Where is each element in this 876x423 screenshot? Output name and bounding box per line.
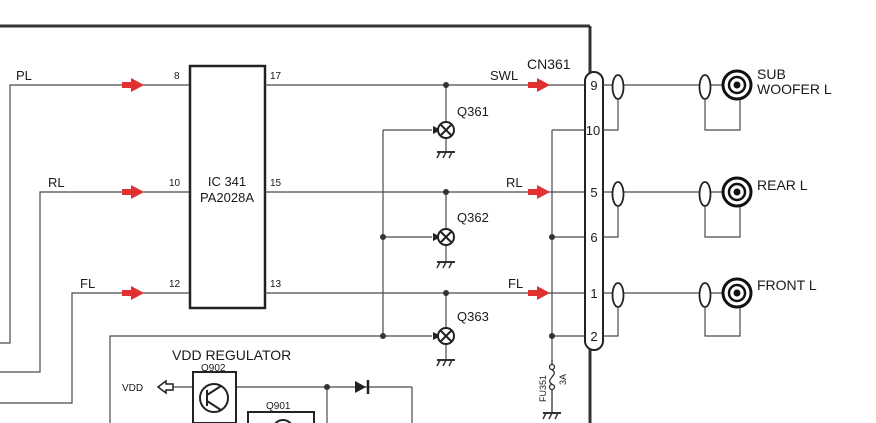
jack-rear <box>721 176 753 208</box>
output-wires <box>109 84 585 423</box>
signal-arrow <box>528 78 550 92</box>
signal-arrow <box>122 78 144 92</box>
signal-arrow <box>528 185 550 199</box>
output-bead-wires <box>603 84 741 337</box>
q363-label: Q363 <box>457 309 489 324</box>
jack-label-woofer: WOOFER L <box>757 81 832 97</box>
ic-pin-17: 17 <box>270 71 282 82</box>
net-label-rl: RL <box>48 175 65 190</box>
ic-341 <box>188 64 267 310</box>
ic-pin-8: 8 <box>174 71 180 82</box>
input-wires <box>0 84 190 404</box>
jack-label-rear: REAR L <box>757 177 808 193</box>
q902-label: Q902 <box>201 363 226 374</box>
net-label-rl-out: RL <box>506 175 523 190</box>
ferrite-beads <box>611 74 712 308</box>
ground-icon <box>542 412 562 420</box>
jack-sub-woofer <box>721 69 753 101</box>
signal-arrow <box>528 286 550 300</box>
net-label-pl: PL <box>16 68 32 83</box>
q362-symbol <box>437 228 455 246</box>
q901-label: Q901 <box>266 401 291 412</box>
fuse-fu351 <box>548 360 556 413</box>
q361-label: Q361 <box>457 104 489 119</box>
ic-ref-label: IC 341 <box>208 174 246 189</box>
signal-arrow <box>122 286 144 300</box>
vdd-label: VDD <box>122 383 143 394</box>
net-label-fl-out: FL <box>508 276 523 291</box>
connector-pin-5: 5 <box>590 185 597 200</box>
q361-symbol <box>437 121 455 139</box>
q362-label: Q362 <box>457 210 489 225</box>
q901-part <box>247 411 315 423</box>
ic-pin-10: 10 <box>169 178 181 189</box>
fuse-ref-label: FU351 <box>538 375 548 402</box>
ground-icon <box>436 151 456 159</box>
jack-front <box>721 277 753 309</box>
signal-arrow <box>122 185 144 199</box>
ic-pin-12: 12 <box>169 279 181 290</box>
connector-pin-9: 9 <box>590 78 597 93</box>
connector-pin-1: 1 <box>590 286 597 301</box>
junction-dots <box>324 82 555 390</box>
net-label-swl: SWL <box>490 68 518 83</box>
vdd-arrow-icon <box>156 379 174 395</box>
connector-ref-label: CN361 <box>527 56 571 72</box>
ground-icon <box>436 261 456 269</box>
connector-pin-2: 2 <box>590 329 597 344</box>
ground-icon <box>436 359 456 367</box>
connector-pin-10: 10 <box>586 123 600 138</box>
q902-regulator <box>192 371 237 423</box>
q363-symbol <box>437 327 455 345</box>
fuse-rating-label: 3A <box>558 374 568 385</box>
diode-icon <box>355 380 370 394</box>
ic-pin-15: 15 <box>270 178 282 189</box>
connector-cn361 <box>584 71 604 351</box>
regulator-title: VDD REGULATOR <box>172 347 291 363</box>
ic-pin-13: 13 <box>270 279 282 290</box>
connector-pin-6: 6 <box>590 230 597 245</box>
net-label-fl: FL <box>80 276 95 291</box>
ic-part-label: PA2028A <box>200 190 254 205</box>
jack-label-front: FRONT L <box>757 277 817 293</box>
jack-label-sub: SUB <box>757 66 786 82</box>
